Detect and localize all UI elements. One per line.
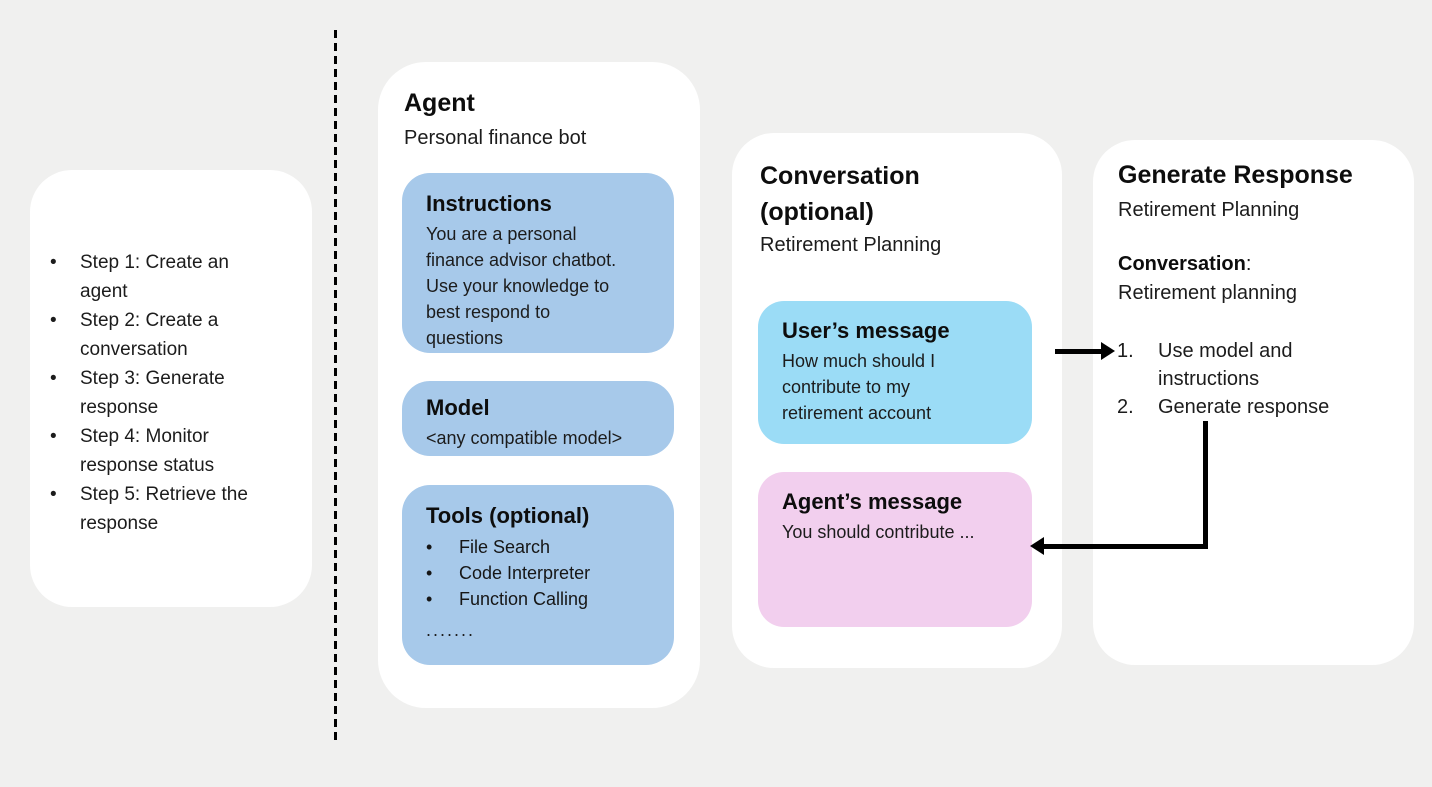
bullet-icon: • [426,537,433,557]
conversation-title-line1: Conversation [760,162,920,190]
conversation-card-header: Conversation (optional) Retirement Plann… [732,133,1062,258]
bullet-icon: • [50,368,57,389]
step-number: 1. [1117,340,1134,362]
tool-name: File Search [459,537,551,557]
bullet-icon: • [50,484,57,505]
bullet-icon: • [50,252,57,273]
list-item: • Function Calling [426,586,658,612]
agent-card-subtitle: Personal finance bot [404,127,587,149]
agent-card-header: Agent Personal finance bot [378,62,700,151]
arrow-generate-to-agent-vertical [1203,421,1208,547]
conversation-card: Conversation (optional) Retirement Plann… [732,133,1062,668]
model-box-title: Model [426,395,490,420]
agent-message-box: Agent’s message You should contribute ..… [758,472,1032,627]
agent-message-title: Agent’s message [782,489,963,514]
agent-message-body: You should contribute ... [782,522,975,542]
arrow-user-to-generate-line [1055,349,1103,354]
bullet-icon: • [426,563,433,583]
generate-card-header: Generate Response Retirement Planning [1118,160,1353,223]
generate-card-title: Generate Response [1118,161,1353,189]
model-box-body: <any compatible model> [426,428,623,448]
bullet-icon: • [50,310,57,331]
generate-response-card: Generate Response Retirement Planning Co… [1093,140,1414,665]
tool-name: Function Calling [459,589,589,609]
tools-box: Tools (optional) • File Search • Code In… [402,485,674,665]
conversation-reference-label: Conversation: [1118,250,1297,279]
arrow-right-head-icon [1101,342,1115,360]
tools-box-title: Tools (optional) [426,503,590,528]
agent-card: Agent Personal finance bot Instructions … [378,62,700,708]
step-number: 2. [1117,396,1134,418]
conversation-colon: : [1245,253,1252,275]
conversation-card-subtitle: Retirement Planning [760,234,942,256]
dashed-divider [334,30,337,740]
conversation-card-title: Conversation (optional) [760,158,1062,230]
list-item: • File Search [426,534,658,560]
conversation-label: Conversation [1118,253,1246,275]
tools-list: • File Search • Code Interpreter • Funct… [426,534,658,612]
bullet-icon: • [426,589,433,609]
arrow-left-head-icon [1030,537,1044,555]
agent-card-title: Agent [404,89,475,117]
tool-name: Code Interpreter [459,563,591,583]
conversation-reference-value: Retirement planning [1118,282,1297,304]
list-item: • Code Interpreter [426,560,658,586]
instructions-box-title: Instructions [426,191,552,216]
step-text: Generate response [1158,396,1330,418]
list-item: 2. Generate response [1117,393,1338,421]
bullet-icon: • [50,426,57,447]
model-box: Model <any compatible model> [402,381,674,456]
conversation-reference: Conversation: Retirement planning [1118,250,1297,308]
generate-card-subtitle: Retirement Planning [1118,199,1300,221]
arrow-generate-to-agent-horizontal [1044,544,1208,549]
user-message-title: User’s message [782,318,950,343]
tools-ellipsis: ....... [426,620,476,640]
conversation-title-line2: (optional) [760,198,874,226]
